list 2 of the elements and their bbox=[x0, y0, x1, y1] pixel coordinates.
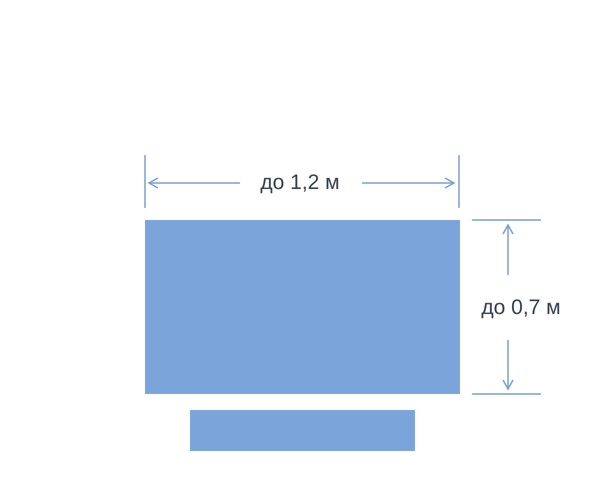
dimension-label: до 1,2 м bbox=[260, 171, 340, 195]
dimension-label: до 0,7 м bbox=[481, 296, 561, 320]
